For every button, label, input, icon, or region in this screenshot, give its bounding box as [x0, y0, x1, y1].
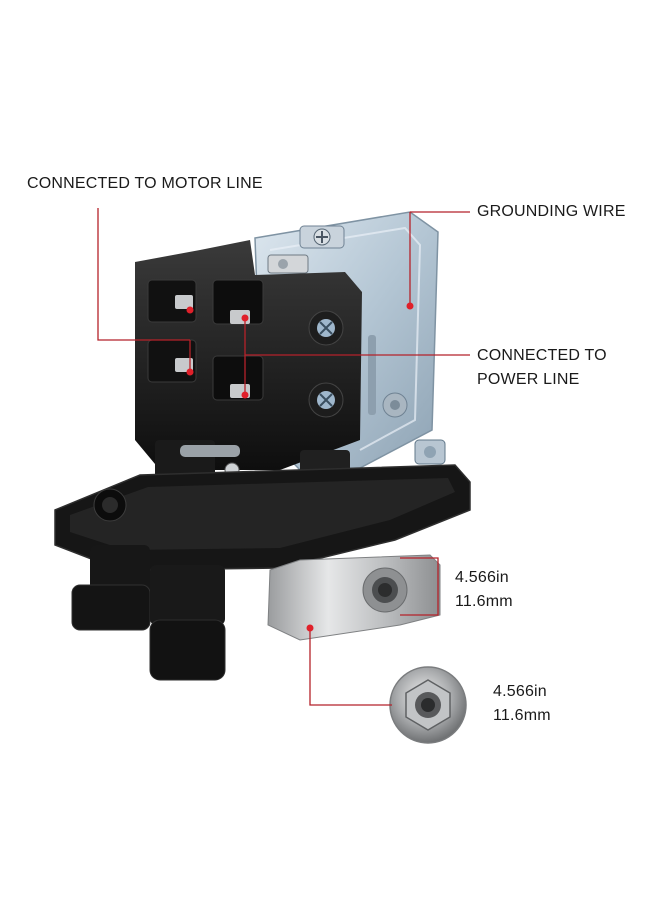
- label-port-size-mm: 11.6mm: [455, 593, 513, 610]
- label-port-size-in: 4.566in: [455, 569, 509, 586]
- port-dimension-bracket: [400, 557, 439, 616]
- label-nut-size-mm: 11.6mm: [493, 707, 551, 724]
- label-grounding-wire: GROUNDING WIRE: [477, 203, 626, 220]
- callout-dots: [186, 302, 414, 632]
- label-nut-size-in: 4.566in: [493, 683, 547, 700]
- label-motor-line: CONNECTED TO MOTOR LINE: [27, 175, 263, 192]
- aluminum-manifold: [267, 554, 441, 641]
- base-housing: [54, 464, 471, 681]
- callout-lines: [97, 208, 470, 706]
- label-power-line-1: CONNECTED TO: [477, 347, 607, 364]
- nut-callout: [309, 628, 392, 706]
- hex-nut-detail: [389, 666, 467, 744]
- motor-line-callout-a: [97, 208, 190, 341]
- label-power-line-2: POWER LINE: [477, 371, 580, 388]
